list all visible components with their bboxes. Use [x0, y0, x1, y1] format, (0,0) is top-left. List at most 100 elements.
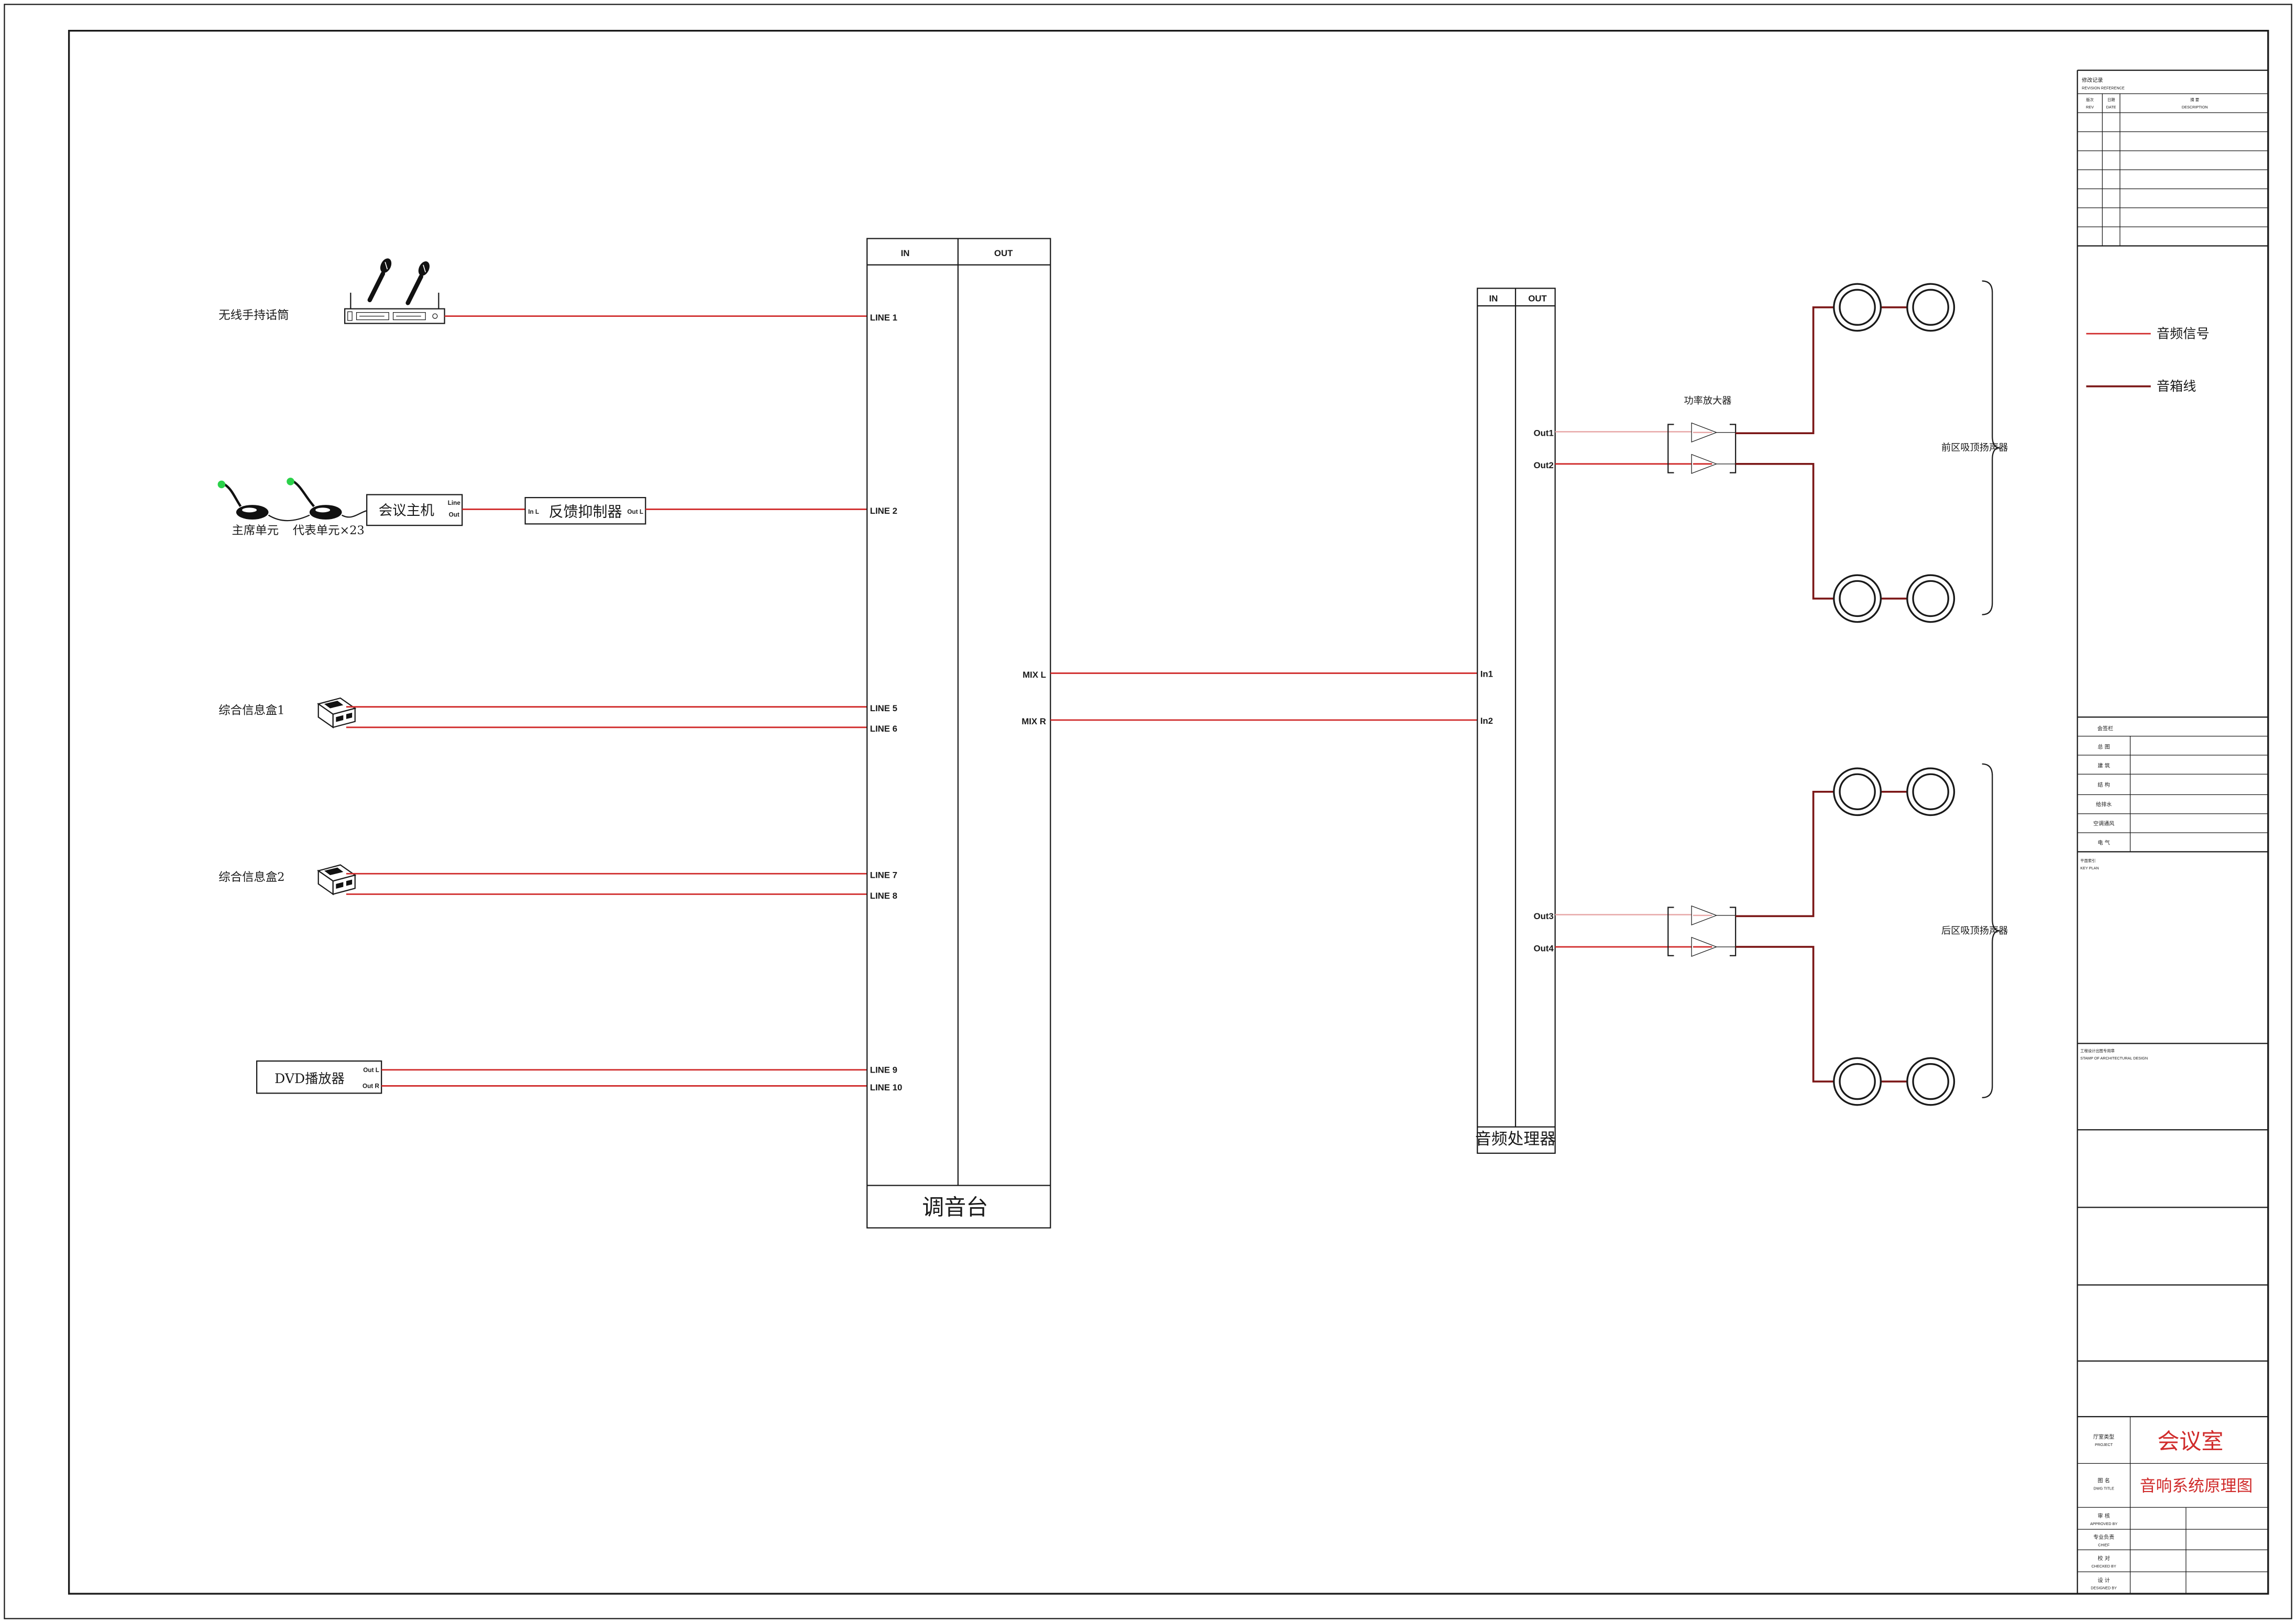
dvd-player-label: DVD播放器	[274, 1071, 345, 1086]
zone-brace	[1982, 763, 2000, 1098]
feedback-suppressor-label: 反馈抑制器	[548, 503, 622, 520]
countersign-discipline: 建 筑	[2097, 763, 2110, 769]
mixer-input-label: LINE 7	[870, 870, 897, 880]
title-block: 修改记录 REVISION REFERENCE 版次 REV 日期 DATE 摘…	[2077, 70, 2268, 1594]
revision-col-rev-en: REV	[2086, 105, 2094, 109]
ceiling-speaker-icon	[1906, 574, 1956, 623]
processor-output-label: Out4	[1534, 943, 1554, 953]
mixer-input-label: LINE 10	[870, 1083, 903, 1092]
revision-col-desc-en: DESCRIPTION	[2182, 105, 2208, 109]
handheld-mic-icon	[405, 261, 430, 305]
dvd-player-box: DVD播放器 Out L Out R	[256, 1060, 382, 1094]
conference-host-box: 会议主机 Line Out	[366, 494, 463, 526]
handheld-mic-icon	[367, 258, 392, 303]
floor-box-icon	[317, 864, 357, 896]
mixer-input-label: LINE 5	[870, 703, 897, 713]
inner-frame	[68, 30, 2269, 1595]
signoff-label: 设 计	[2097, 1577, 2110, 1584]
project-label: 厅室类型	[2093, 1433, 2114, 1440]
signoff-label: 审 核	[2097, 1512, 2110, 1519]
revision-table: 修改记录 REVISION REFERENCE 版次 REV 日期 DATE 摘…	[2077, 76, 2268, 247]
signoff-label-en: CHECKED BY	[2091, 1564, 2116, 1569]
chairman-unit-label: 主席单元	[232, 524, 279, 537]
processor-input-label: In2	[1480, 716, 1493, 726]
wireless-mic-label: 无线手持话筒	[218, 308, 289, 322]
floor-box-icon	[317, 697, 357, 728]
project-label-en: PROJECT	[2095, 1442, 2113, 1447]
dwg-title-label-en: DWG TITLE	[2093, 1486, 2114, 1491]
mixer-input-label: LINE 2	[870, 506, 897, 516]
amplifier-icon	[1667, 905, 1737, 957]
amplifier-icon	[1667, 422, 1737, 474]
mixer-header-in: IN	[901, 248, 910, 258]
key-plan-label-en: KEY PLAN	[2080, 866, 2099, 870]
ceiling-speaker-icon	[1833, 767, 1882, 816]
revision-col-rev: 版次	[2086, 97, 2094, 102]
processor-input-label: In1	[1480, 669, 1493, 679]
signoff-label-en: CHIEF	[2098, 1542, 2110, 1547]
conference-host-port-line: Line	[448, 500, 461, 506]
feedback-suppressor-port-in: In L	[528, 509, 539, 515]
delegate-unit-icon	[287, 478, 342, 520]
mixer-output-label: MIX L	[1023, 670, 1046, 680]
speaker-chain-front: 前区吸顶扬声器	[1555, 280, 2008, 623]
conference-system-source: 主席单元 代表单元×23 会议主机 Line Out In L 反馈抑制器 Ou…	[217, 478, 646, 537]
info-box-2-label: 综合信息盒2	[218, 870, 284, 884]
revision-title: 修改记录	[2082, 76, 2103, 83]
key-plan-label: 平面索引	[2080, 858, 2095, 863]
processor-output-label: Out2	[1534, 460, 1554, 470]
countersign-discipline: 总 图	[2097, 743, 2110, 750]
legend: 音频信号 音箱线	[2086, 326, 2210, 394]
countersign-discipline: 电 气	[2097, 839, 2110, 846]
feedback-suppressor-box: In L 反馈抑制器 Out L	[524, 496, 646, 525]
ceiling-speaker-icon	[1833, 574, 1882, 623]
conference-cable	[341, 510, 367, 518]
speaker-zone-label: 后区吸顶扬声器	[1941, 925, 2008, 936]
zone-brace	[1982, 280, 2000, 615]
conference-host-port-out: Out	[449, 511, 459, 518]
mixer-input-label: LINE 1	[870, 313, 897, 323]
processor-header-in: IN	[1489, 294, 1498, 304]
processor-label: 音频处理器	[1475, 1130, 1556, 1149]
stamp-label: 工程设计出图专用章	[2080, 1048, 2114, 1053]
chairman-unit-icon	[217, 480, 269, 520]
ceiling-speaker-icon	[1833, 1057, 1882, 1106]
legend-label-audio-signal: 音频信号	[2157, 326, 2210, 341]
ceiling-speaker-icon	[1833, 283, 1882, 332]
processor-output-label: Out1	[1534, 428, 1554, 438]
dvd-port-out-r: Out R	[362, 1083, 379, 1090]
countersign-table: 会签栏 总 图 建 筑 结 构 给排水 空调通风 电 气	[2077, 716, 2268, 853]
countersign-discipline: 结 构	[2097, 781, 2110, 788]
ceiling-speaker-icon	[1906, 767, 1956, 816]
feedback-suppressor-port-out: Out L	[627, 509, 643, 515]
speaker-line	[1735, 790, 1834, 918]
countersign-discipline: 给排水	[2096, 801, 2112, 808]
mixer-input-label: LINE 8	[870, 891, 897, 901]
wireless-receiver-icon	[344, 292, 445, 324]
signoff-label-en: DESIGNED BY	[2091, 1586, 2117, 1591]
revision-col-desc: 摘 要	[2190, 97, 2199, 102]
speaker-zone-label: 前区吸顶扬声器	[1941, 443, 2008, 454]
processor-output-label: Out3	[1534, 911, 1554, 921]
mixer-header-out: OUT	[994, 248, 1013, 258]
mixer-input-label: LINE 9	[870, 1065, 897, 1075]
info-box-1-source: 综合信息盒1	[218, 697, 357, 728]
ceiling-speaker-icon	[1906, 1057, 1956, 1106]
outer-frame	[4, 4, 2292, 1619]
ceiling-speaker-icon	[1906, 283, 1956, 332]
stamp-label-en: STAMP OF ARCHITECTURAL DESIGN	[2080, 1056, 2148, 1061]
speaker-chain-rear: 后区吸顶扬声器	[1555, 763, 2008, 1106]
input-signal-lines	[346, 315, 867, 1087]
countersign-title: 会签栏	[2097, 725, 2113, 732]
signoff-label-en: APPROVED BY	[2090, 1521, 2117, 1526]
signoff-label: 专业负责	[2093, 1533, 2114, 1540]
processor-block: IN OUT In1 In2 Out1 Out2 Out3 Out4 音频处理器	[1475, 288, 1556, 1154]
revision-col-date: 日期	[2107, 97, 2115, 102]
processor-header-out: OUT	[1528, 294, 1547, 304]
dvd-port-out-l: Out L	[363, 1067, 379, 1074]
amplifier-label: 功率放大器	[1684, 395, 1731, 406]
project-value: 会议室	[2157, 1429, 2223, 1454]
wireless-mic-source: 无线手持话筒	[218, 258, 445, 324]
conference-cable	[268, 514, 310, 522]
